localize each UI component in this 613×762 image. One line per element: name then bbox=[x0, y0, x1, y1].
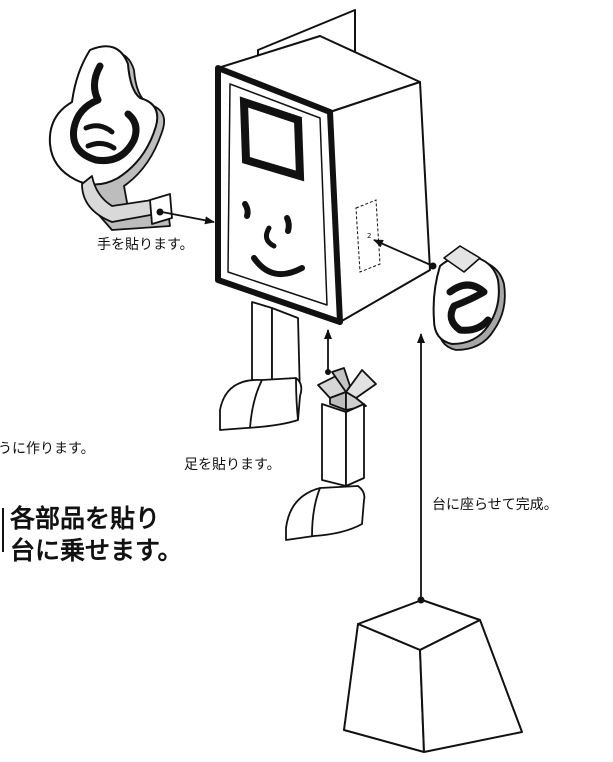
eye-left bbox=[242, 201, 251, 219]
side-slot: 2 bbox=[355, 199, 381, 273]
robot-face bbox=[239, 96, 305, 278]
nose bbox=[263, 225, 277, 249]
face-frame bbox=[215, 65, 343, 325]
arrow-hand bbox=[161, 211, 215, 225]
foot-part bbox=[285, 367, 377, 541]
label-sit-on-stand: 台に座らせて完成。 bbox=[432, 497, 558, 513]
title-line-1: 各部品を貼り bbox=[10, 504, 161, 533]
title-line-2: 台に乗せます。 bbox=[10, 536, 183, 565]
arrow-small-hand bbox=[373, 239, 434, 267]
hand-part bbox=[48, 45, 173, 231]
foot-left bbox=[219, 377, 303, 431]
screen-square bbox=[239, 96, 305, 182]
step-title: 各部品を貼り 台に乗せます。 bbox=[0, 502, 220, 594]
stand-part bbox=[343, 599, 523, 753]
arrows bbox=[161, 211, 434, 604]
eye-right bbox=[284, 215, 292, 234]
label-attach-foot: 足を貼ります。 bbox=[184, 457, 281, 473]
title-accent-bar bbox=[2, 508, 4, 552]
mouth bbox=[251, 255, 305, 278]
robot-body bbox=[215, 9, 431, 325]
stand-side bbox=[419, 619, 523, 753]
legs bbox=[219, 301, 303, 431]
leg-left bbox=[251, 301, 273, 393]
label-make-partial: うに作ります。 bbox=[0, 441, 95, 457]
label-attach-hand: 手を貼ります。 bbox=[97, 237, 194, 253]
body-side-face bbox=[329, 81, 431, 323]
hand-small bbox=[429, 245, 506, 351]
panel-number: 2 bbox=[367, 232, 371, 240]
